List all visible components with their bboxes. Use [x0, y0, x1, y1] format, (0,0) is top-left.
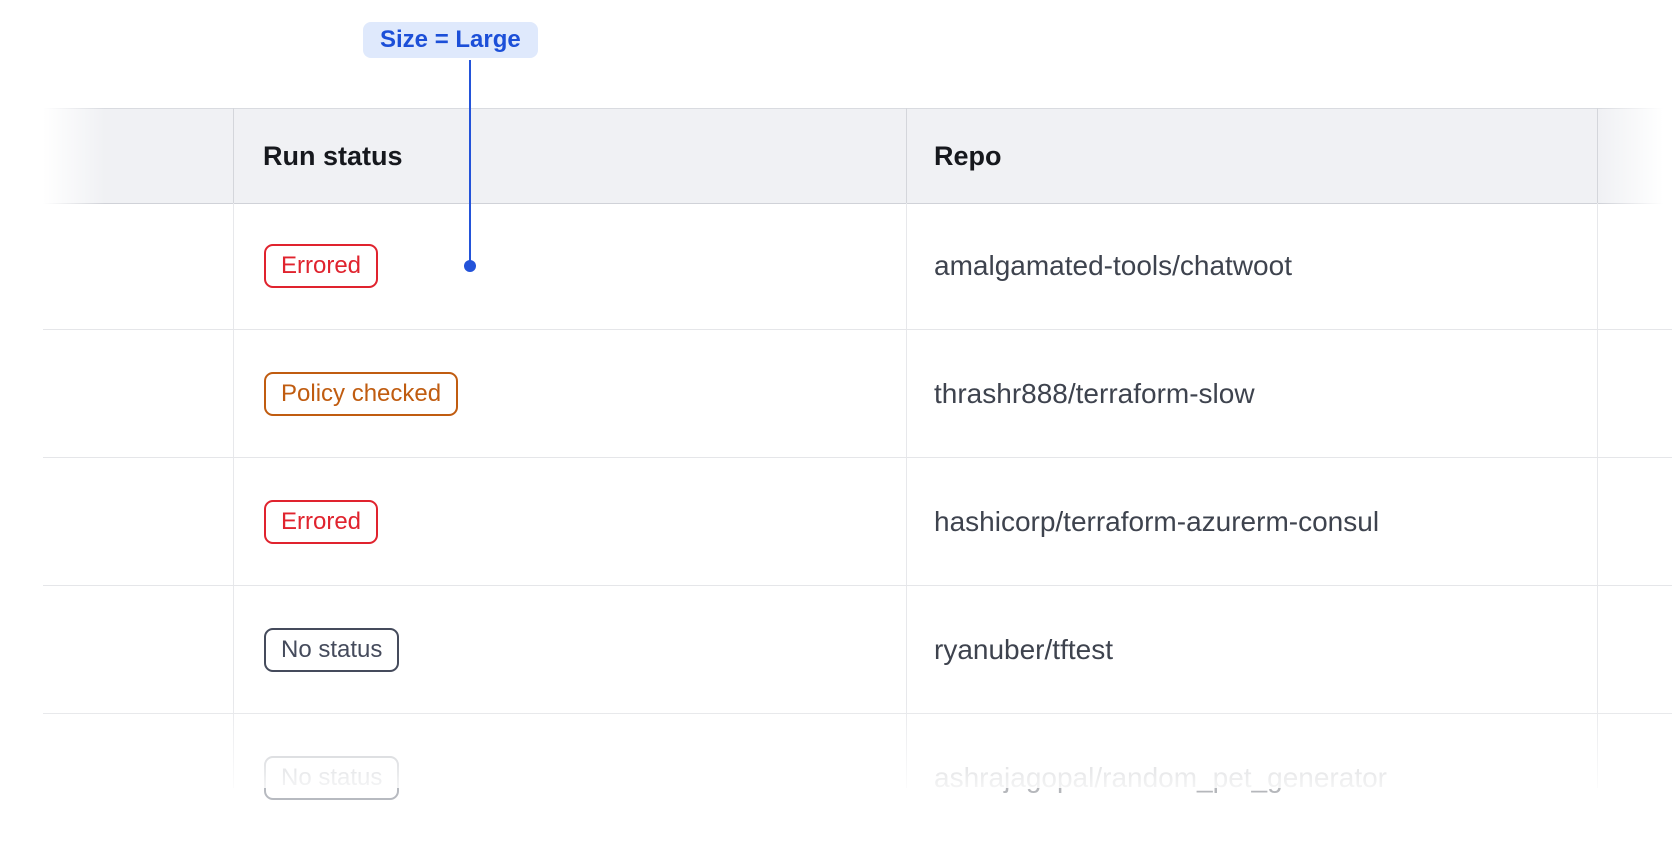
scroll-fade-right	[1599, 107, 1672, 204]
column-divider	[233, 203, 234, 788]
annotation-pointer-dot	[464, 260, 476, 272]
column-divider	[1597, 203, 1598, 788]
table-row[interactable]: Errored hashicorp/terraform-azurerm-cons…	[43, 458, 1672, 586]
annotation-label: Size = Large	[363, 22, 538, 58]
repo-cell: amalgamated-tools/chatwoot	[934, 250, 1292, 281]
repo-cell: ryanuber/tftest	[934, 634, 1113, 665]
column-divider	[906, 203, 907, 788]
repo-cell: hashicorp/terraform-azurerm-consul	[934, 506, 1380, 537]
table-row[interactable]: Errored amalgamated-tools/chatwoot	[43, 202, 1672, 330]
annotation-pointer-line	[469, 60, 471, 262]
column-divider	[906, 108, 907, 204]
table-row[interactable]: Policy checked thrashr888/terraform-slow	[43, 330, 1672, 458]
scroll-fade-left	[43, 107, 105, 204]
row-divider	[43, 457, 1672, 458]
table-row[interactable]: No status ryanuber/tftest	[43, 586, 1672, 714]
run-status-badge: Errored	[264, 244, 379, 288]
table-header-row	[43, 108, 1672, 204]
run-status-badge: Errored	[264, 500, 379, 544]
column-header-repo: Repo	[934, 141, 1002, 171]
run-status-badge: No status	[264, 628, 400, 672]
column-divider	[1597, 108, 1598, 204]
row-divider	[43, 329, 1672, 330]
column-divider	[233, 108, 234, 204]
repo-cell: thrashr888/terraform-slow	[934, 378, 1255, 409]
column-header-run-status: Run status	[263, 141, 403, 171]
run-status-badge: Policy checked	[264, 372, 459, 416]
scroll-fade-bottom	[0, 702, 1672, 788]
row-divider	[43, 585, 1672, 586]
page: Run status Repo Errored amalgamated-tool…	[0, 22, 1672, 800]
